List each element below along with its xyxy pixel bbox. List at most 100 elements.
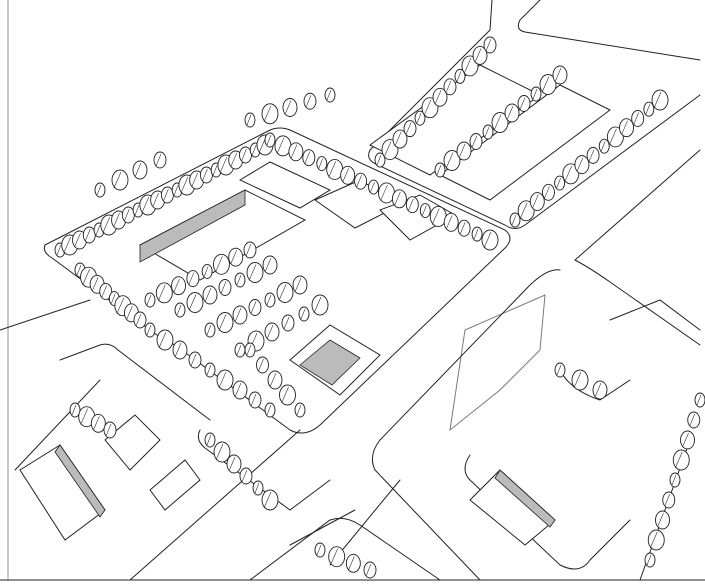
tree-shading xyxy=(646,554,652,566)
tree xyxy=(144,292,156,308)
tree-shading xyxy=(394,131,402,147)
building-roof xyxy=(494,469,556,528)
tree-shading xyxy=(485,38,492,52)
tree-shading xyxy=(380,184,388,202)
tree-shading xyxy=(202,168,208,182)
tree-shading xyxy=(696,394,702,406)
tree-shading xyxy=(342,168,349,183)
tree-shading xyxy=(318,158,324,169)
tree xyxy=(216,369,234,391)
tree xyxy=(248,391,262,409)
tree xyxy=(471,226,483,242)
tree xyxy=(483,36,497,54)
tree xyxy=(571,369,589,391)
tree xyxy=(234,272,246,288)
tree-shading xyxy=(91,277,99,292)
tree xyxy=(186,292,204,313)
building-roof xyxy=(139,189,246,263)
tree-shading xyxy=(348,556,355,571)
tree-shading xyxy=(173,184,179,196)
tree-shading xyxy=(365,563,372,577)
tree xyxy=(156,329,174,351)
tree xyxy=(456,141,472,161)
tree xyxy=(298,306,310,322)
tree-shading xyxy=(471,135,478,148)
tree-shading xyxy=(483,231,492,249)
tree xyxy=(491,112,509,133)
tree-shading xyxy=(228,456,236,472)
building xyxy=(104,414,161,471)
tree-shading xyxy=(458,143,466,159)
tree-shading xyxy=(174,342,182,358)
tree xyxy=(302,149,316,167)
tree-shading xyxy=(71,404,77,416)
tree-shading xyxy=(554,67,562,83)
tree xyxy=(155,282,173,304)
tree-shading xyxy=(506,105,514,121)
tree-shading xyxy=(266,294,272,306)
tree-shading xyxy=(134,162,142,178)
building xyxy=(149,459,201,511)
tree-shading xyxy=(474,48,482,63)
tree xyxy=(111,169,129,191)
tree xyxy=(212,253,230,275)
tree-shading xyxy=(155,153,162,167)
tree xyxy=(204,362,216,378)
tree xyxy=(261,489,279,511)
tree xyxy=(216,312,234,333)
tree xyxy=(186,270,200,288)
tree xyxy=(264,132,276,148)
tree xyxy=(232,305,248,325)
tree xyxy=(340,165,356,185)
tree xyxy=(655,510,670,530)
tree xyxy=(262,255,278,275)
tree-shading xyxy=(356,175,362,188)
tree xyxy=(392,129,408,149)
tree xyxy=(443,212,459,232)
tree-shading xyxy=(456,71,462,82)
tree xyxy=(267,370,283,390)
tree xyxy=(574,155,590,175)
tree xyxy=(239,467,253,485)
tree xyxy=(644,552,656,568)
tree-shading xyxy=(111,293,116,304)
tree-shading xyxy=(283,316,290,330)
tree-shading xyxy=(576,157,584,172)
tree xyxy=(592,380,608,400)
tree-shading xyxy=(146,294,152,306)
tree xyxy=(529,192,545,211)
tree xyxy=(133,311,147,329)
tree-shading xyxy=(248,264,257,281)
tree xyxy=(405,196,419,214)
tree-shading xyxy=(219,156,228,174)
tree xyxy=(324,87,336,103)
tree-shading xyxy=(296,404,302,416)
tree xyxy=(172,340,188,360)
tree-shading xyxy=(649,531,658,549)
tree xyxy=(562,163,580,185)
tree-shading xyxy=(180,176,189,194)
tree xyxy=(694,392,705,408)
tree xyxy=(264,292,276,308)
tree xyxy=(647,529,665,551)
tree xyxy=(213,441,231,463)
tree-shading xyxy=(445,152,454,169)
tree-shading xyxy=(473,229,479,240)
tree xyxy=(244,342,256,358)
tree-shading xyxy=(218,314,227,331)
tree-shading xyxy=(203,266,209,277)
tree-shading xyxy=(671,474,677,486)
tree-shading xyxy=(276,137,285,155)
tree xyxy=(256,356,269,374)
tree xyxy=(552,65,568,85)
tree-shading xyxy=(266,324,274,340)
tree-shading xyxy=(206,364,212,376)
tree-shading xyxy=(101,285,107,298)
tree xyxy=(482,124,494,140)
tree xyxy=(443,78,457,96)
tree-shading xyxy=(511,214,517,226)
tree-shading xyxy=(459,222,466,235)
tree xyxy=(651,89,669,111)
tree xyxy=(504,103,520,123)
tree xyxy=(244,112,256,128)
